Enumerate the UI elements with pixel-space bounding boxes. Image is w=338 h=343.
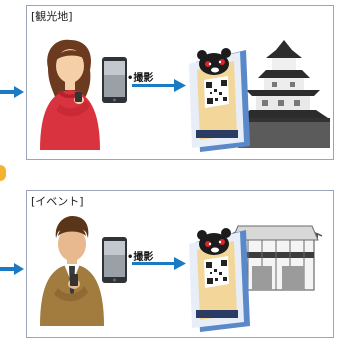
man-icon (40, 216, 104, 326)
panel-label: [観光地] (31, 10, 73, 23)
castle-icon (238, 40, 330, 148)
photograph-label: •撮影 (127, 252, 154, 263)
signboard-icon (189, 228, 250, 332)
sightseeing-scene (40, 39, 330, 152)
accent-dot (0, 165, 6, 181)
photograph-label: •撮影 (127, 73, 154, 84)
panel-label: [イベント] (31, 195, 84, 208)
festival-stall-icon (231, 225, 323, 291)
incoming-arrow-icon (0, 86, 24, 98)
smartphone-icon (102, 57, 127, 103)
smartphone-icon (102, 237, 127, 283)
incoming-arrow-icon (0, 263, 24, 275)
photo-arrow-icon (132, 79, 186, 92)
woman-icon (40, 39, 100, 150)
signboard-icon (189, 48, 250, 152)
photo-arrow-icon (132, 257, 186, 270)
